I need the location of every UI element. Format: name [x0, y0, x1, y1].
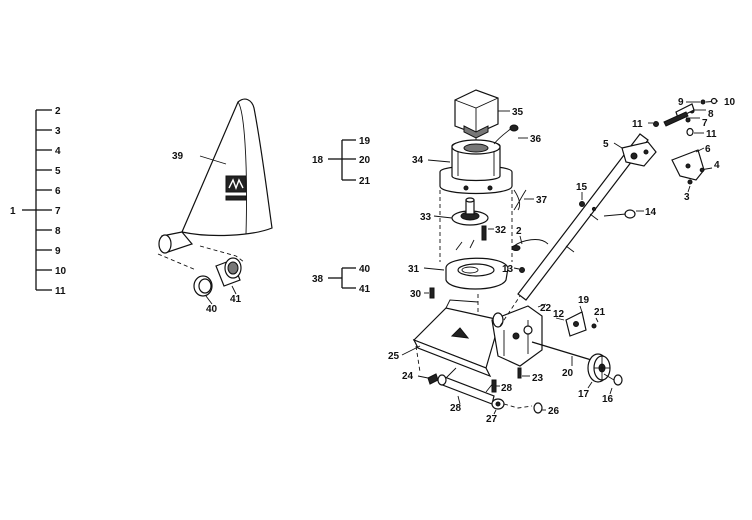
callout-15: 15	[576, 182, 588, 193]
group-38-root: 38	[312, 274, 324, 285]
group-38-item: 40	[359, 264, 371, 275]
group-18-item: 21	[359, 176, 371, 187]
legend-root-label: 1	[10, 206, 16, 217]
legend-item-label: 4	[55, 146, 61, 157]
group-18-tree: 18 19 20 21	[312, 136, 371, 187]
cord-clip: 2	[511, 226, 549, 251]
collar-ring-40: 40	[193, 275, 218, 315]
callout-31: 31	[408, 264, 420, 275]
callout-17: 17	[578, 389, 590, 400]
callout-23: 23	[532, 373, 544, 384]
spring-28: 28	[491, 379, 513, 394]
legend-item-label: 10	[55, 266, 67, 277]
callout-25: 25	[388, 351, 400, 362]
callout-6: 6	[705, 144, 711, 155]
fan-housing: 31	[408, 239, 509, 290]
collar-ring-41: 41	[215, 257, 242, 305]
callout-35: 35	[512, 107, 524, 118]
callout-12: 12	[553, 309, 565, 320]
callout-37: 37	[536, 195, 548, 206]
callout-29: 28	[450, 403, 462, 414]
legend-item-label: 2	[55, 106, 61, 117]
callout-26: 26	[548, 406, 560, 417]
callout-40: 40	[206, 304, 218, 315]
legend-item-label: 8	[55, 226, 61, 237]
nut-13: 13	[502, 264, 525, 275]
switch-cord: 36	[493, 124, 542, 145]
hubcap-16: 16	[602, 373, 623, 405]
chassis-bracket: 22	[491, 303, 552, 367]
legend-item-label: 7	[55, 206, 61, 217]
pin-24: 24	[402, 371, 439, 385]
callout-24: 24	[402, 371, 414, 382]
callout-33: 33	[420, 212, 432, 223]
callout-16: 16	[602, 394, 614, 405]
wheel-17: 17	[578, 353, 611, 400]
callout-41: 41	[230, 294, 242, 305]
callout-9: 9	[678, 97, 684, 108]
axle-hardware: 12 19 21	[553, 295, 606, 337]
legend-item-label: 5	[55, 166, 61, 177]
callout-22: 22	[540, 303, 552, 314]
group-18-item: 20	[359, 155, 371, 166]
screw-30: 30	[410, 287, 435, 300]
callout-2: 2	[516, 226, 522, 237]
legend-item-label: 11	[55, 286, 66, 297]
callout-4: 4	[714, 160, 720, 171]
callout-11b: 11	[706, 129, 717, 140]
group-18-item: 19	[359, 136, 371, 147]
group-18-root: 18	[312, 155, 324, 166]
front-axle-roller: 28	[437, 367, 495, 414]
screw-23: 23	[517, 367, 544, 384]
callout-39: 39	[172, 151, 184, 162]
callout-34: 34	[412, 155, 424, 166]
impeller-fan: 33	[420, 197, 489, 226]
callout-36: 36	[530, 134, 542, 145]
callout-13: 13	[502, 264, 514, 275]
callout-3: 3	[684, 192, 690, 203]
screw-15: 15	[576, 182, 588, 207]
callout-10: 10	[724, 97, 736, 108]
bolt-32: 32	[481, 225, 507, 241]
callout-20: 20	[562, 368, 574, 379]
callout-27: 27	[486, 414, 498, 425]
axle-20: 20	[531, 341, 599, 379]
spring-clip: 37	[513, 189, 548, 211]
callout-7: 7	[702, 118, 708, 129]
screw-4: 4	[699, 160, 720, 173]
callout-14: 14	[645, 207, 657, 218]
callout-21: 21	[594, 307, 606, 318]
motor-cover: 35	[454, 89, 524, 139]
cap-26: 26	[503, 402, 560, 417]
callout-32: 32	[495, 225, 507, 236]
lever-6: 6	[671, 144, 711, 181]
callout-19: 19	[578, 295, 590, 306]
blower-nozzle: 25	[388, 299, 501, 378]
group-38-item: 41	[359, 284, 371, 295]
handle-hardware: 9 10 8 7 11 11	[632, 97, 736, 140]
motor-housing: 34	[412, 139, 513, 195]
switch-bracket: 5	[603, 139, 657, 167]
legend-item-label: 9	[55, 246, 61, 257]
callout-28: 28	[501, 383, 513, 394]
nut-3: 3	[684, 179, 693, 203]
legend-item-label: 3	[55, 126, 61, 137]
callout-8: 8	[708, 109, 714, 120]
callout-30: 30	[410, 289, 422, 300]
legend-item-label: 6	[55, 186, 61, 197]
handle-tube	[517, 133, 649, 301]
collection-bag-cone: 39	[158, 98, 273, 254]
group-38-tree: 38 40 41	[312, 264, 371, 295]
legend-tree: 1 2 3 4 5 6 7 8 9 10 11	[10, 106, 67, 297]
callout-11a: 11	[632, 119, 643, 130]
callout-5: 5	[603, 139, 609, 150]
knob-14: 14	[603, 207, 657, 219]
